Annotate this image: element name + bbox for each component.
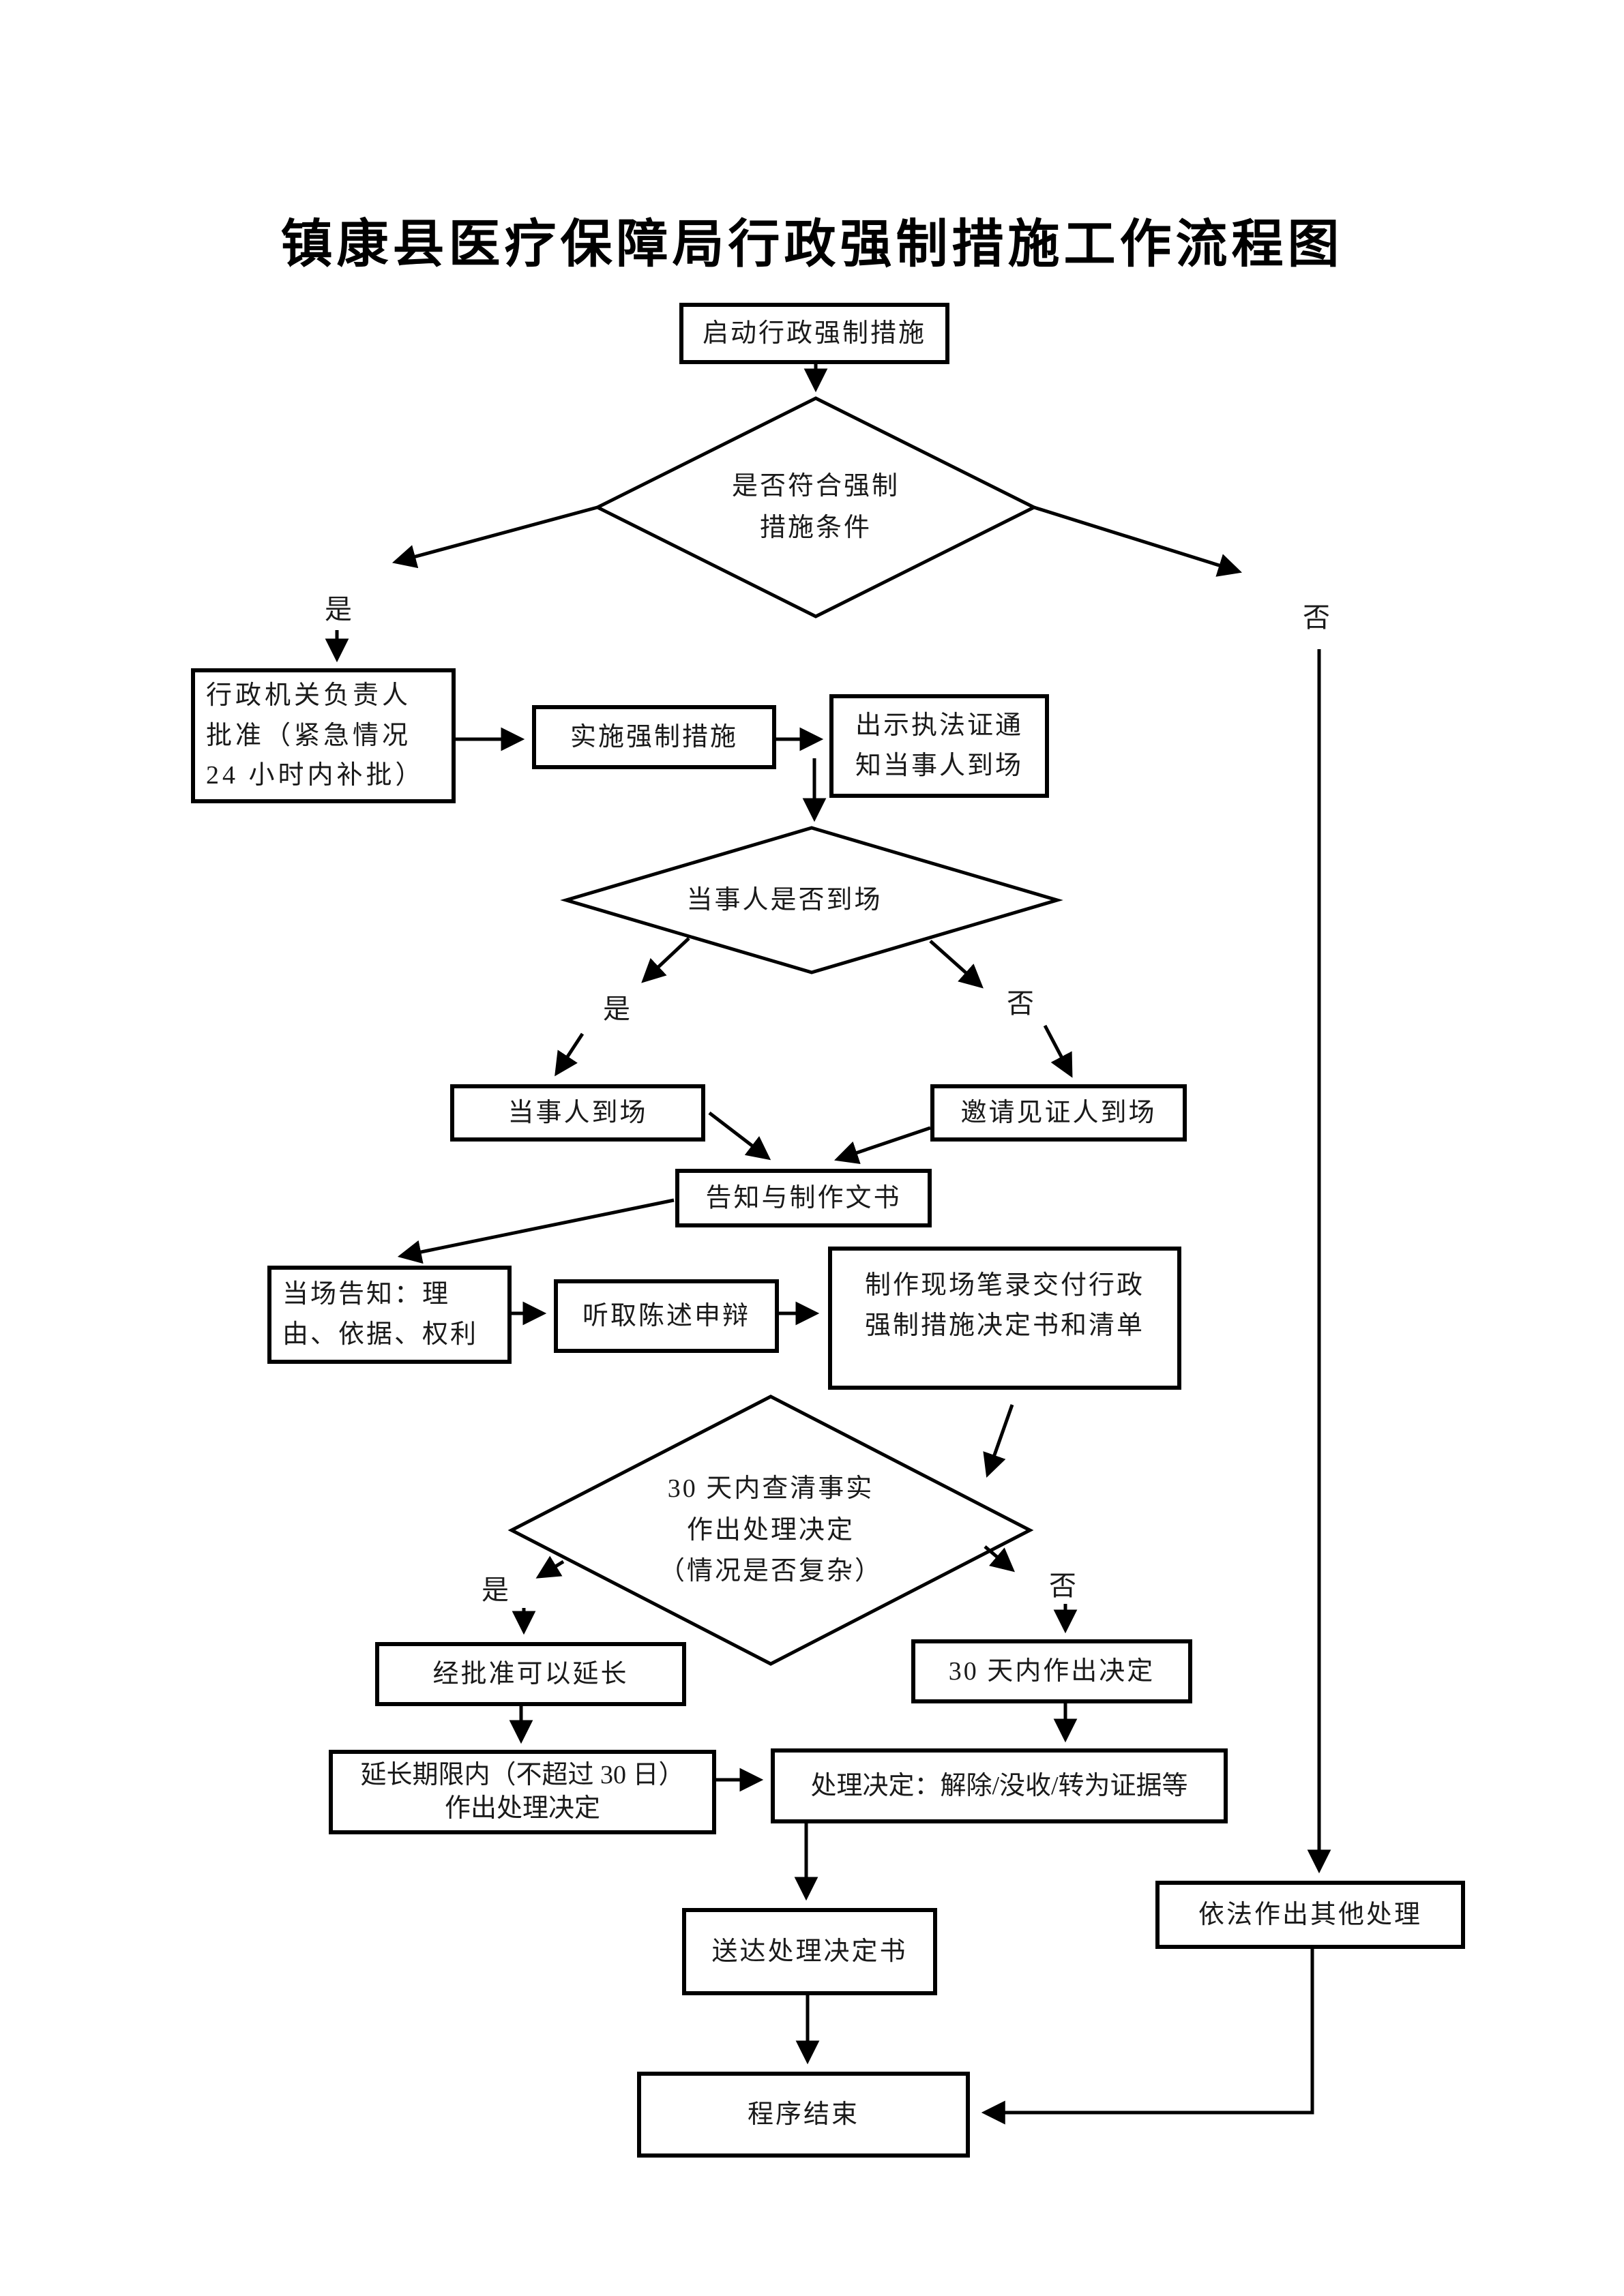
arrow-decision1-yes-diag — [392, 505, 598, 569]
node-line: 制作现场笔录交付行政 — [864, 1271, 1145, 1300]
arrow-record-to-decision3 — [983, 1404, 1014, 1478]
node-end: 程序结束 — [637, 2072, 970, 2158]
arrow-decision2-yes-diag — [641, 937, 690, 983]
decision-line: 措施条件 — [759, 513, 872, 542]
edge-label-yes-2: 是 — [603, 994, 630, 1024]
decision-30days-label: 30 天内查清事实 作出处理决定 （情况是否复杂） — [600, 1435, 941, 1626]
arrow-yes2-down-diag — [555, 1032, 585, 1077]
node-label: 经批准可以延长 — [432, 1659, 629, 1688]
arrow-decision2-no-diag — [929, 940, 984, 989]
node-approve: 行政机关负责人 批准（紧急情况 24 小时内补批） — [191, 668, 456, 803]
edge-label-no-3: 否 — [1049, 1570, 1076, 1601]
node-line: 知当事人到场 — [855, 751, 1023, 780]
node-line: 当场告知：理 — [282, 1280, 451, 1309]
edge-label-no-2: 否 — [1007, 988, 1034, 1019]
node-hear-statement: 听取陈述申辩 — [554, 1279, 779, 1353]
arrow-party-to-inform — [708, 1112, 771, 1161]
decision-line: 是否符合强制 — [731, 472, 900, 501]
node-inform-docs: 告知与制作文书 — [675, 1169, 932, 1227]
edge-label-yes-3: 是 — [482, 1575, 509, 1605]
decision-meets-conditions-shape — [593, 396, 1038, 618]
node-line: 延长期限内（不超过 30 日） — [360, 1760, 685, 1789]
node-label: 当事人到场 — [507, 1098, 648, 1127]
node-line: 行政机关负责人 — [206, 681, 412, 710]
decision-party-present-shape — [560, 826, 1063, 974]
arrow-decision3-yes-diag — [535, 1555, 565, 1579]
node-implement: 实施强制措施 — [532, 705, 776, 769]
node-show-cert: 出示执法证通 知当事人到场 — [829, 694, 1049, 798]
node-line: 作出处理决定 — [444, 1794, 600, 1823]
decision-party-present-label: 当事人是否到场 — [614, 866, 955, 934]
node-onsite-inform: 当场告知：理 由、依据、权利 — [267, 1266, 512, 1364]
node-deliver: 送达处理决定书 — [682, 1908, 937, 1995]
node-label: 听取陈述申辩 — [582, 1301, 750, 1330]
arrow-inform-to-onsite — [397, 1198, 675, 1264]
decision-30days-shape — [507, 1395, 1034, 1666]
node-label: 启动行政强制措施 — [702, 318, 926, 348]
node-handle-decision: 处理决定：解除/没收/转为证据等 — [771, 1748, 1228, 1823]
node-other-handling: 依法作出其他处理 — [1155, 1881, 1465, 1949]
decision-line: （情况是否复杂） — [658, 1557, 883, 1586]
page-title: 镇康县医疗保障局行政强制措施工作流程图 — [280, 216, 1344, 273]
node-label: 邀请见证人到场 — [960, 1098, 1157, 1127]
decision-line: 作出处理决定 — [686, 1515, 855, 1545]
node-extend-decide: 延长期限内（不超过 30 日） 作出处理决定 — [329, 1750, 716, 1834]
arrow-no2-down-diag — [1043, 1024, 1073, 1078]
node-approve-extend: 经批准可以延长 — [375, 1642, 686, 1706]
decision-meets-conditions-label: 是否符合强制 措施条件 — [679, 439, 952, 576]
node-label: 送达处理决定书 — [711, 1937, 908, 1966]
node-label: 依法作出其他处理 — [1198, 1900, 1422, 1929]
arrow-witness-to-inform — [834, 1126, 931, 1165]
node-line: 出示执法证通 — [855, 711, 1023, 741]
node-party-present: 当事人到场 — [450, 1084, 705, 1142]
line-other-to-end-elbow — [981, 1949, 1314, 2125]
decision-line: 30 天内查清事实 — [667, 1474, 874, 1503]
node-line: 24 小时内补批） — [206, 761, 425, 790]
edge-label-no-1: 否 — [1303, 602, 1330, 633]
edge-label-yes-1: 是 — [325, 594, 352, 625]
node-label: 实施强制措施 — [570, 722, 738, 751]
node-label: 告知与制作文书 — [705, 1183, 902, 1212]
arrow-decision3-no-diag — [984, 1545, 1016, 1572]
node-invite-witness: 邀请见证人到场 — [930, 1084, 1187, 1142]
node-make-record: 制作现场笔录交付行政 强制措施决定书和清单 — [828, 1247, 1181, 1390]
arrow-decision1-no-diag — [1033, 505, 1243, 577]
node-start: 启动行政强制措施 — [679, 303, 949, 364]
node-label: 30 天内作出决定 — [948, 1656, 1155, 1686]
node-line: 批准（紧急情况 — [206, 721, 412, 750]
decision-line: 当事人是否到场 — [686, 885, 883, 914]
node-label: 程序结束 — [747, 2100, 859, 2129]
node-label: 处理决定：解除/没收/转为证据等 — [810, 1771, 1188, 1800]
node-line: 由、依据、权利 — [282, 1320, 479, 1349]
node-decide-30: 30 天内作出决定 — [911, 1639, 1192, 1703]
node-line: 强制措施决定书和清单 — [864, 1311, 1145, 1340]
